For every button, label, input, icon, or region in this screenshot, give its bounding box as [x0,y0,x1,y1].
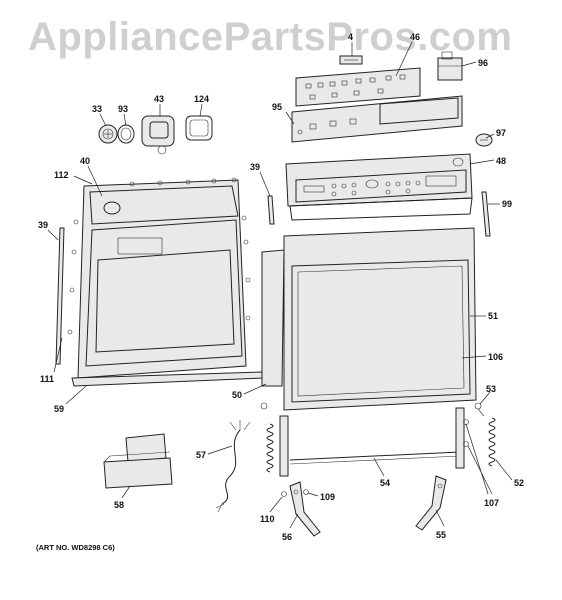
part-96-module[interactable] [437,51,463,81]
part-4-connector[interactable] [339,55,363,65]
callout-110[interactable]: 110 [260,514,275,524]
part-53-hook[interactable] [474,402,485,417]
part-33-cap[interactable] [98,124,118,144]
part-99-side-strip[interactable] [481,191,491,237]
part-43-dispenser[interactable] [141,115,175,155]
callout-51[interactable]: 51 [488,311,498,321]
part-124-seal[interactable] [185,115,213,141]
callout-109[interactable]: 109 [320,492,335,502]
callout-40[interactable]: 40 [80,156,90,166]
part-55-hinge-arm[interactable] [415,475,447,531]
part-54-hinge-rod[interactable] [289,451,461,465]
art-number: (ART NO. WD8298 C6) [36,543,115,552]
control-panel-buttons [303,157,464,197]
callout-107[interactable]: 107 [484,498,499,508]
part-40-inner-door[interactable] [67,177,251,379]
callout-39-left[interactable]: 39 [38,220,48,230]
watermark-text: AppliancePartsPros.com [28,15,513,59]
callout-48[interactable]: 48 [496,156,506,166]
callout-56[interactable]: 56 [282,532,292,542]
part-97-knob[interactable] [475,133,493,147]
part-48-control-panel[interactable] [285,153,473,221]
callout-46[interactable]: 46 [410,32,420,42]
callout-124[interactable]: 124 [194,94,209,104]
part-39-left-strip[interactable] [55,227,65,365]
part-106-door-panel[interactable] [297,265,465,397]
part-56-hinge-arm[interactable] [289,481,321,537]
part-51-outer-door[interactable] [283,227,477,411]
part-39-right-strip[interactable] [267,195,275,225]
part-hinge-bracket-right[interactable] [455,407,465,469]
part-50-side-panel[interactable] [261,249,285,387]
part-57-wire-harness[interactable] [215,420,251,513]
callout-95[interactable]: 95 [272,102,282,112]
callout-58[interactable]: 58 [114,500,124,510]
callout-106[interactable]: 106 [488,352,503,362]
callout-99[interactable]: 99 [502,199,512,209]
callout-53[interactable]: 53 [486,384,496,394]
part-control-board[interactable] [295,67,421,107]
callout-97[interactable]: 97 [496,128,506,138]
callout-50[interactable]: 50 [232,390,242,400]
callout-54[interactable]: 54 [380,478,390,488]
callout-33[interactable]: 33 [92,104,102,114]
part-109-screw[interactable] [303,489,309,495]
part-spring-left[interactable] [260,402,274,473]
callout-labels: 4 46 96 33 93 43 124 95 97 48 40 112 39 … [38,32,524,542]
part-93-gasket[interactable] [117,124,135,144]
callout-39-right[interactable]: 39 [250,162,260,172]
part-52-spring-right[interactable] [488,417,496,467]
callout-112[interactable]: 112 [54,170,69,180]
part-58-insulation[interactable] [103,433,173,489]
leader-lines [47,41,513,529]
callout-43[interactable]: 43 [154,94,164,104]
part-95-bracket[interactable] [291,95,463,143]
callout-93[interactable]: 93 [118,104,128,114]
callout-111[interactable]: 111 [40,374,54,384]
callout-55[interactable]: 55 [436,530,446,540]
callout-96[interactable]: 96 [478,58,488,68]
callout-4[interactable]: 4 [348,32,353,42]
callout-52[interactable]: 52 [514,478,524,488]
callout-57[interactable]: 57 [196,450,206,460]
callout-59[interactable]: 59 [54,404,64,414]
part-110-screw[interactable] [281,491,287,497]
part-hinge-bracket-left[interactable] [279,415,289,477]
